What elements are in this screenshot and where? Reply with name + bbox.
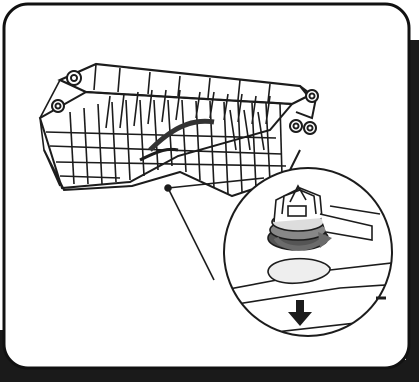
magnifier-callout-icon [164, 177, 265, 281]
rotate-arrow-icon [273, 232, 332, 251]
rack-wheel-icons [51, 70, 319, 135]
down-arrow-icon [288, 300, 312, 326]
